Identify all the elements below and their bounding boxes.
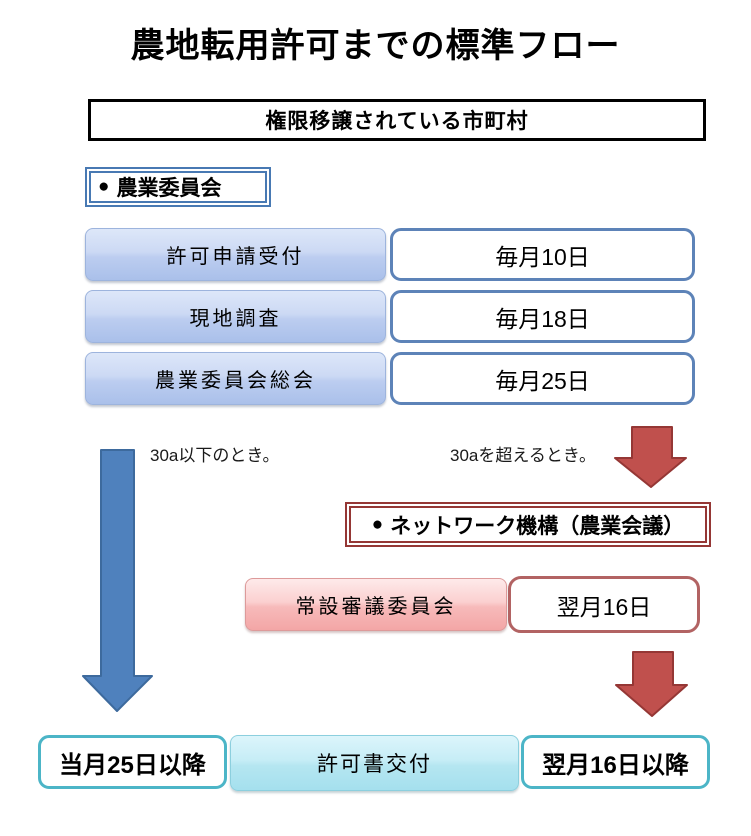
page-title: 農地転用許可までの標準フロー bbox=[130, 27, 621, 65]
branch-label-over-30a: 30aを超えるとき。 bbox=[450, 446, 597, 465]
result-box-next-month: 翌月16日以降 bbox=[521, 735, 710, 789]
date-label: 毎月10日 bbox=[495, 243, 590, 270]
red-down-arrow-icon bbox=[614, 650, 689, 718]
council-date-box: 翌月16日 bbox=[508, 576, 700, 633]
step-box-application: 許可申請受付 bbox=[85, 228, 386, 281]
header-label: 権限移譲されている市町村 bbox=[265, 110, 529, 133]
bullet-icon: ● bbox=[98, 176, 110, 197]
header-box: 権限移譲されている市町村 bbox=[88, 99, 706, 141]
date-label: 毎月25日 bbox=[495, 367, 590, 394]
date-box-site-survey: 毎月18日 bbox=[390, 290, 695, 343]
red-down-arrow-icon bbox=[613, 425, 688, 489]
date-label: 翌月16日 bbox=[556, 593, 652, 620]
network-label: ネットワーク機構（農業会議） bbox=[390, 514, 685, 538]
committee-label: 農業委員会 bbox=[116, 177, 222, 200]
blue-down-arrow-icon bbox=[81, 448, 154, 714]
bullet-icon: ● bbox=[371, 513, 384, 535]
result-box-current-month: 当月25日以降 bbox=[38, 735, 227, 789]
committee-box: ● 農業委員会 bbox=[85, 167, 271, 207]
step-box-site-survey: 現地調査 bbox=[85, 290, 386, 343]
date-box-general-meeting: 毎月25日 bbox=[390, 352, 695, 405]
result-label: 許可書交付 bbox=[317, 753, 432, 776]
step-label: 現地調査 bbox=[189, 308, 282, 330]
result-box-permit-issue: 許可書交付 bbox=[230, 735, 519, 791]
network-organization-box: ● ネットワーク機構（農業会議） bbox=[345, 502, 711, 547]
step-label: 許可申請受付 bbox=[166, 246, 305, 268]
date-label: 毎月18日 bbox=[495, 305, 590, 332]
result-label: 当月25日以降 bbox=[59, 751, 206, 779]
branch-label-under-30a: 30a以下のとき。 bbox=[150, 446, 280, 465]
step-box-general-meeting: 農業委員会総会 bbox=[85, 352, 386, 405]
council-label: 常設審議委員会 bbox=[295, 596, 457, 618]
council-box: 常設審議委員会 bbox=[245, 578, 507, 631]
result-label: 翌月16日以降 bbox=[542, 751, 689, 779]
step-label: 農業委員会総会 bbox=[155, 370, 316, 392]
date-box-application: 毎月10日 bbox=[390, 228, 695, 281]
